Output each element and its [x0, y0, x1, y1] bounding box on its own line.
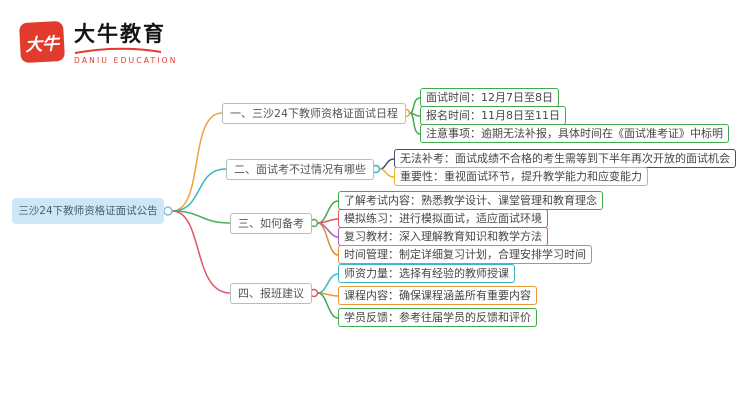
brand-subtitle: DANIU EDUCATION — [74, 56, 178, 65]
branch-1-child-1: 面试时间：12月7日至8日 — [420, 88, 559, 107]
branch-4-child-2-line — [317, 292, 339, 297]
branch-2-line — [171, 168, 227, 212]
branch-4-child-2: 课程内容：确保课程涵盖所有重要内容 — [338, 286, 537, 305]
branch-3-child-3: 复习教材：深入理解教育知识和教学方法 — [338, 227, 548, 246]
branch-3-child-3-line — [317, 222, 339, 238]
branch-4-child-3: 学员反馈：参考往届学员的反馈和评价 — [338, 308, 537, 327]
branch-3-child-1-line — [317, 200, 339, 224]
branch-3-child-1: 了解考试内容：熟悉教学设计、课堂管理和教育理念 — [338, 191, 603, 210]
branch-1-child-3: 注意事项：逾期无法补报，具体时间在《面试准考证》中标明 — [420, 124, 729, 143]
brand-name: 大牛教育 — [74, 22, 166, 46]
branch-4-child-1: 师资力量：选择有经验的教师授课 — [338, 264, 515, 283]
root-node-circle — [163, 206, 173, 216]
branch-2-child-1-line — [379, 158, 395, 170]
branch-1-child-2-line — [409, 112, 421, 117]
branch-4-child-1-line — [317, 273, 339, 294]
logo-seal-icon: 大牛 — [18, 20, 66, 64]
branch-4-line — [171, 210, 231, 294]
branch-2-child-1: 无法补考：面试成绩不合格的考生需等到下半年再次开放的面试机会 — [394, 149, 736, 168]
branch-2-child-2-line — [379, 168, 395, 178]
logo-underline-swoosh — [74, 47, 162, 54]
branch-4-child-3-line — [317, 292, 339, 319]
branch-1-child-1-line — [409, 97, 421, 114]
branch-4-node: 四、报班建议 — [230, 283, 312, 304]
branch-3-line — [171, 210, 231, 224]
root-node: 三沙24下教师资格证面试公告 — [12, 198, 164, 224]
branch-3-child-4-line — [317, 222, 339, 256]
branch-1-line — [171, 112, 223, 212]
logo-underline-path — [74, 47, 162, 54]
branch-1-child-3-line — [409, 112, 421, 135]
branch-2-child-2: 重要性：重视面试环节，提升教学能力和应变能力 — [394, 167, 648, 186]
branch-3-child-4: 时间管理：制定详细复习计划，合理安排学习时间 — [338, 245, 592, 264]
logo-seal-text: 大牛 — [24, 33, 60, 56]
branch-3-child-2-line — [317, 218, 339, 224]
logo-brand-block: 大牛教育 DANIU EDUCATION — [74, 22, 178, 65]
branch-2-node: 二、面试考不过情况有哪些 — [226, 159, 374, 180]
branch-3-node: 三、如何备考 — [230, 213, 312, 234]
branch-3-child-2: 模拟练习：进行模拟面试，适应面试环境 — [338, 209, 548, 228]
logo: 大牛 大牛教育 DANIU EDUCATION — [18, 20, 178, 65]
branch-1-child-2: 报名时间：11月8日至11日 — [420, 106, 566, 125]
branch-1-node: 一、三沙24下教师资格证面试日程 — [222, 103, 406, 124]
